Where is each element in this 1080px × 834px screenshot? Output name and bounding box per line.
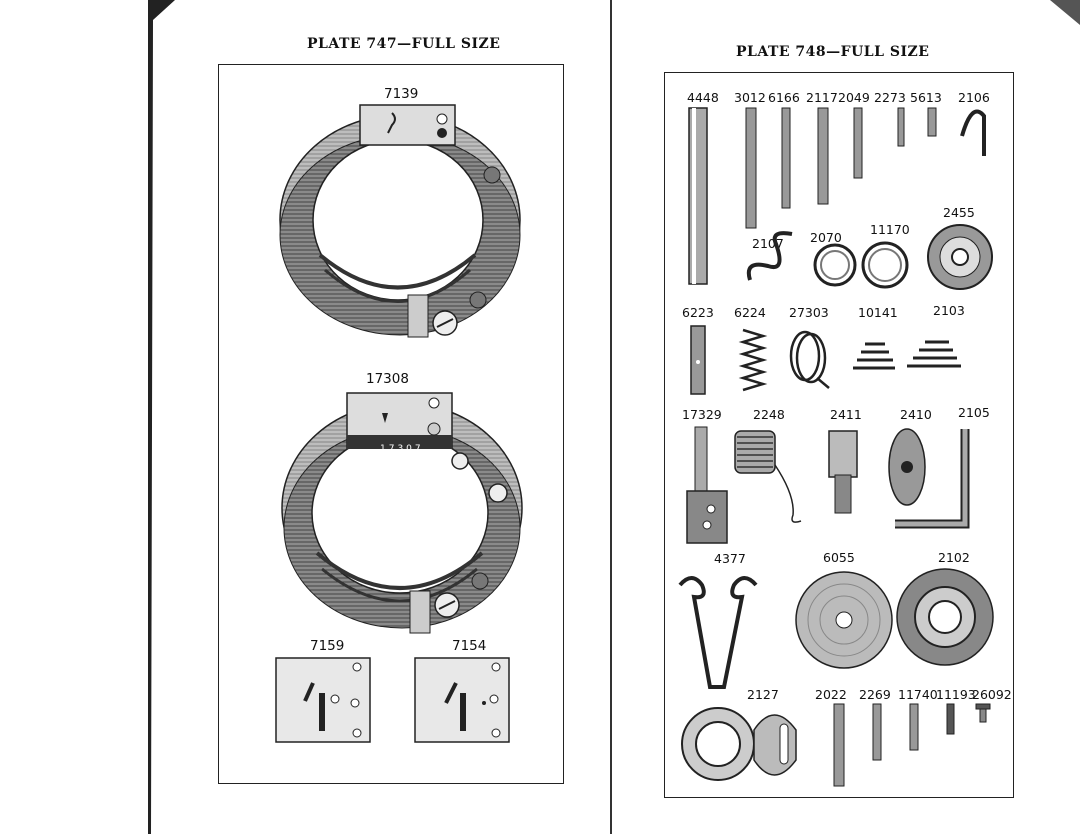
right-plate-title: PLATE 748—FULL SIZE — [736, 44, 930, 60]
label-4377: 4377 — [714, 551, 746, 566]
label-5613: 5613 — [910, 90, 942, 105]
ring-7139-illustration — [279, 104, 521, 338]
label-7139: 7139 — [384, 86, 419, 102]
ring-17308-illustration — [281, 392, 523, 634]
parts-row4-illustration — [686, 426, 970, 544]
label-3012: 3012 — [734, 90, 766, 105]
label-2070: 2070 — [810, 230, 842, 245]
label-2022: 2022 — [815, 687, 847, 702]
label-2455: 2455 — [943, 205, 975, 220]
label-2273: 2273 — [874, 90, 906, 105]
pins-row1-illustration — [688, 107, 986, 285]
plate-7159-illustration — [275, 657, 371, 743]
label-26092: 26092 — [972, 687, 1012, 702]
label-2105: 2105 — [958, 405, 990, 420]
label-2248: 2248 — [753, 407, 785, 422]
label-2269: 2269 — [859, 687, 891, 702]
label-2117: 2117 — [806, 90, 838, 105]
left-plate-title: PLATE 747—FULL SIZE — [307, 36, 501, 52]
label-7159: 7159 — [310, 638, 345, 654]
parts-row5-illustration — [678, 568, 994, 689]
label-2411: 2411 — [830, 407, 862, 422]
label-2102: 2102 — [938, 550, 970, 565]
rings-row2-illustration — [746, 224, 993, 290]
left-plate-frame — [218, 64, 564, 784]
page-corner-shadow — [148, 0, 175, 834]
right-plate-frame — [664, 72, 1014, 798]
label-27303: 27303 — [789, 305, 829, 320]
page-gutter — [610, 0, 612, 834]
label-11170: 11170 — [870, 222, 910, 237]
label-6224: 6224 — [734, 305, 766, 320]
label-2103: 2103 — [933, 303, 965, 318]
label-7154: 7154 — [452, 638, 487, 654]
label-6223: 6223 — [682, 305, 714, 320]
label-2106: 2106 — [958, 90, 990, 105]
label-11193: 11193 — [936, 687, 976, 702]
label-2049: 2049 — [838, 90, 870, 105]
plate-7154-illustration — [414, 657, 510, 743]
label-17329: 17329 — [682, 407, 722, 422]
label-2127: 2127 — [747, 687, 779, 702]
label-17308: 17308 — [366, 371, 409, 387]
label-4448: 4448 — [687, 90, 719, 105]
parts-row6-illustration — [681, 703, 991, 787]
label-2410: 2410 — [900, 407, 932, 422]
label-6166: 6166 — [768, 90, 800, 105]
label-10141: 10141 — [858, 305, 898, 320]
label-11740: 11740 — [898, 687, 938, 702]
label-6055: 6055 — [823, 550, 855, 565]
ring-stamp-17307: 17307 — [380, 444, 424, 454]
springs-row3-illustration — [690, 325, 961, 395]
page-corner-shadow-right — [1050, 0, 1080, 25]
